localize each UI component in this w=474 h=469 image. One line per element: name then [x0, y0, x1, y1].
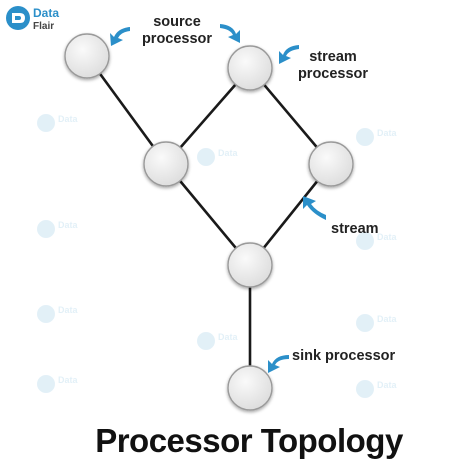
watermark-logo-text: Data — [218, 148, 239, 158]
watermark-logo: Data — [197, 148, 239, 166]
watermark-logo-text: Data — [58, 114, 79, 124]
label-source-line2: processor — [142, 31, 212, 47]
curved-arrow-icon — [303, 196, 326, 220]
brand-logo-line2: Flair — [33, 21, 54, 32]
curved-arrow-icon — [220, 24, 240, 43]
watermark-logo: Data — [356, 314, 398, 332]
label-stream: stream — [331, 221, 379, 237]
watermark-logo-text: Data — [377, 380, 398, 390]
watermark-logo-text: Data — [218, 332, 239, 342]
watermark-logo: Data — [197, 332, 239, 350]
watermark-logo-text: Data — [377, 232, 398, 242]
curved-arrow-icon — [279, 45, 299, 64]
source-node — [64, 33, 110, 79]
nodes — [64, 33, 354, 411]
watermark-logo-text: Data — [377, 128, 398, 138]
watermark-logo: Data — [37, 114, 79, 132]
labels: source processor stream processor stream… — [142, 14, 396, 364]
watermark-logo: Data — [356, 380, 398, 398]
label-source-line1: source — [153, 14, 201, 30]
brand-logo-mark — [12, 13, 25, 23]
label-sink-processor: sink processor — [292, 348, 396, 364]
brand-logo-line1: Data — [33, 6, 59, 20]
stream-node-top — [227, 45, 273, 91]
brand-logo: Data Flair — [6, 6, 59, 32]
stream-node-left — [143, 141, 189, 187]
watermark-logo-text: Data — [58, 220, 79, 230]
label-stream-processor-line2: processor — [298, 66, 368, 82]
watermark-logo: Data — [356, 232, 398, 250]
watermark-logo: Data — [37, 375, 79, 393]
sink-node — [227, 365, 273, 411]
stream-node-right — [308, 141, 354, 187]
diagram-title: Processor Topology — [95, 422, 404, 459]
watermark-logo: Data — [37, 305, 79, 323]
stream-node-merge — [227, 242, 273, 288]
brand-logo-icon — [6, 6, 30, 30]
watermark-logo: Data — [356, 128, 398, 146]
label-stream-processor-line1: stream — [309, 49, 357, 65]
watermark-logo-text: Data — [377, 314, 398, 324]
curved-arrow-icon — [268, 355, 289, 373]
watermark-logo-text: Data — [58, 375, 79, 385]
watermark-logo-text: Data — [58, 305, 79, 315]
watermark-logo: Data — [37, 220, 79, 238]
curved-arrow-icon — [110, 27, 130, 46]
pointer-arrows — [110, 24, 326, 373]
watermark-layer: Data Data Data Data Data Data Data Data … — [37, 114, 398, 398]
